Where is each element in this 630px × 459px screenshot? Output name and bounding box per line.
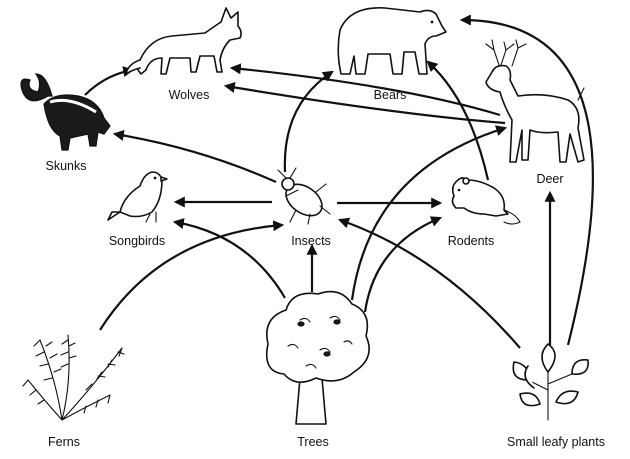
- arrow-trees-to-deer: [350, 125, 508, 301]
- label-songbirds: Songbirds: [109, 234, 165, 248]
- fern-icon: [22, 334, 125, 421]
- label-insects: Insects: [291, 234, 331, 248]
- songbird-icon: [107, 171, 168, 223]
- arrow-rodents-to-bears: [426, 60, 490, 181]
- label-ferns: Ferns: [48, 435, 80, 449]
- arrow-deer-to-wolves: [229, 63, 501, 117]
- food-web-arrows: [84, 14, 594, 349]
- label-skunks: Skunks: [46, 159, 87, 173]
- bear-icon: [337, 7, 447, 75]
- arrow-skunks-to-wolves: [84, 66, 135, 96]
- tree-icon: [265, 290, 370, 425]
- insect-icon: [277, 167, 331, 225]
- arrow-insects-to-bears: [283, 70, 334, 173]
- arrow-plants-to-insects: [337, 217, 521, 349]
- label-bears: Bears: [374, 88, 407, 102]
- label-rodents: Rodents: [448, 234, 495, 248]
- skunk-icon: [20, 73, 111, 151]
- label-small-leafy-plants: Small leafy plants: [507, 435, 605, 449]
- arrow-rodents-to-wolves: [223, 82, 506, 125]
- arrow-trees-to-rodents: [363, 216, 443, 313]
- organism-labels: Wolves Bears Skunks Deer Songbirds Insec…: [46, 88, 605, 449]
- label-wolves: Wolves: [169, 88, 210, 102]
- deer-icon: [485, 39, 585, 163]
- label-deer: Deer: [536, 172, 563, 186]
- arrow-insects-to-skunks: [112, 130, 277, 184]
- wolf-icon: [125, 7, 242, 75]
- arrow-plants-to-bears: [459, 14, 594, 346]
- leafy-plant-icon: [512, 343, 589, 421]
- arrow-trees-to-songbirds: [172, 218, 286, 299]
- arrow-ferns-to-insects: [99, 220, 285, 331]
- rodent-icon: [451, 177, 521, 225]
- label-trees: Trees: [297, 435, 329, 449]
